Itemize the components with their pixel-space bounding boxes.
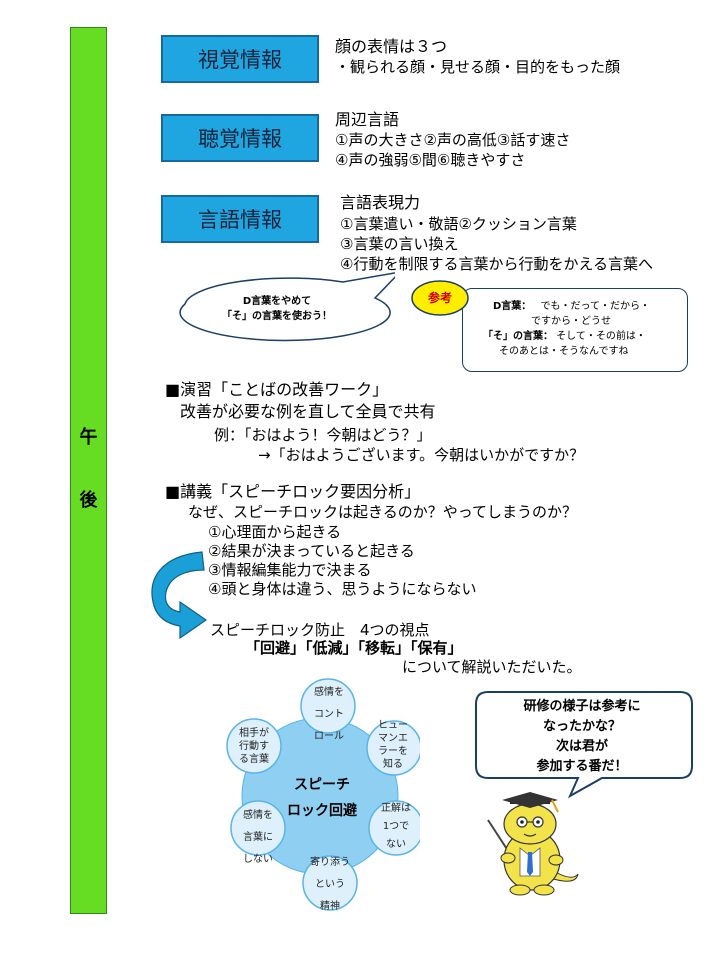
diagram-node-3 [368,800,420,856]
reference-badge-label: 参考 [427,291,452,305]
diagram-node-2 [366,720,420,776]
d-words-text-1: でも・だって・だから・ [540,301,651,312]
mascot-bubble-line-3: 次は君が [555,739,608,754]
diagram-node-4-text: 寄り添う という 精神 [310,857,350,912]
visual-line-1: ・観られる顔・見せる顔・目的をもった顔 [335,58,621,76]
diagram-center-line-2: ロック回避 [287,803,357,819]
speech-bubble-line-2: 「そ」の言葉を使おう！ [222,311,332,322]
curved-arrow-icon [151,551,208,640]
so-words-text-2: そのあとは・そうなんですね [499,346,629,357]
diagram-center-text: スピーチ ロック回避 [280,772,364,824]
speech-bubble-text: D言葉をやめて 「そ」の言葉を使おう！ [167,294,387,324]
header-box-verbal: 言語情報 [161,195,319,243]
speech-lock-avoid-diagram [226,678,420,911]
mascot-character-icon [487,792,579,896]
d-words-label: D言葉： [493,301,532,312]
auditory-line-2: ④声の強弱⑤間⑥聴きやすさ [335,151,526,169]
so-words-text-1: そして・その前は・ [556,331,646,342]
speech-bubble-ellipse [179,272,395,342]
lecture-heading: ■講義「スピーチロック要因分析」 [165,482,421,501]
verbal-title: 言語表現力 [340,193,421,212]
prevention-four-views: 「回避」「低減」「移転」「保有」 [245,639,463,657]
diagram-node-1-text: 感情を コント ロール [314,687,344,742]
exercise-line-1: 改善が必要な例を直して全員で共有 [180,402,436,421]
exercise-improved: →「おはようございます。今朝はいかがですか？ [258,446,585,464]
mascot-bubble-line-2: なったかな？ [542,719,621,734]
d-words-text-2: ですから・どうせ [531,316,611,327]
diagram-node-4 [302,855,358,911]
verbal-line-1: ①言葉遣い・敬語②クッション言葉 [340,215,577,233]
diagram-node-6 [226,718,282,774]
auditory-title: 周辺言語 [335,110,400,129]
mascot-speech-bubble [475,691,693,799]
diagram-node-2-text: ヒュー マンエ ラーを 知る [378,720,408,770]
mascot-bubble-line-1: 研修の様子は参考に [523,699,641,714]
exercise-example: 例：「おはよう！今朝はどう？」 [214,426,432,444]
reference-badge [411,280,469,316]
prevention-line-1: スピーチロック防止 4つの視点 [210,621,430,639]
lecture-question: なぜ、スピーチロックは起きるのか？やってしまうのか？ [188,503,577,521]
lecture-item-3: ③情報編集能力で決まる [208,561,372,579]
lecture-item-2: ②結果が決まっていると起きる [208,542,415,560]
sidebar-label-top: 午 [79,427,98,448]
mascot-bubble-line-4: 参加する番だ！ [536,759,628,774]
visual-title: 顔の表情は３つ [335,37,448,56]
verbal-line-2: ③言葉の言い換え [340,235,459,253]
header-box-visual: 視覚情報 [161,35,319,83]
so-words-label: 「そ」の言葉： [483,331,553,342]
verbal-line-3: ④行動を制限する言葉から行動をかえる言葉へ [340,255,653,273]
diagram-node-6-text: 相手が 行動す る言葉 [239,728,269,765]
diagram-node-5 [230,800,286,856]
diagram-center-line-1: スピーチ [294,777,350,793]
diagram-node-5-text: 感情を 言葉に しない [243,810,273,865]
lecture-item-4: ④頭と身体は違う、思うようにならない [208,580,477,598]
sidebar-label-bottom: 後 [79,490,98,511]
exercise-heading: ■演習「ことばの改善ワーク」 [165,380,389,399]
speech-bubble-line-1: D言葉をやめて [242,296,312,307]
prevention-line-3: について解説いただいた。 [402,658,582,676]
mascot-bubble-text: 研修の様子は参考に なったかな？ 次は君が 参加する番だ！ [478,697,686,777]
auditory-line-1: ①声の大きさ②声の高低③話す速さ [335,131,571,149]
lecture-item-1: ①心理面から起きる [208,523,342,541]
diagram-node-3-text: 正解は 1つで ない [381,803,411,850]
afternoon-sidebar: 午 後 [70,27,107,914]
diagram-node-1 [300,678,356,734]
reference-box: D言葉： でも・だって・だから・ ですから・どうせ 「そ」の言葉： そして・その… [462,288,688,372]
header-box-auditory: 聴覚情報 [161,114,319,162]
